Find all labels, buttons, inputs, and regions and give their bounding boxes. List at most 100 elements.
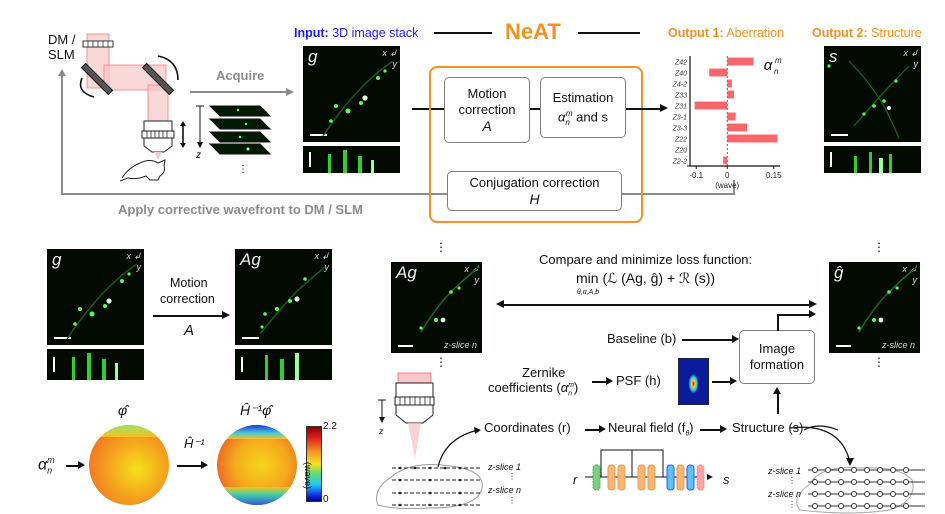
y-tick-label: Z42 [674, 60, 687, 67]
motion-line1: Motion [467, 86, 507, 101]
bar-Z2-2 [727, 134, 778, 143]
axis-xy-icon: x ↲ y [903, 48, 918, 69]
output2-title: Output 2: Structure [812, 26, 922, 40]
nf-layer-blue [666, 464, 675, 491]
arrowhead [809, 310, 816, 318]
input-title: Input: 3D image stack [294, 26, 418, 40]
arrowhead [599, 425, 606, 433]
structure-label: Structure (s) [732, 420, 804, 435]
arrowhead [773, 387, 781, 394]
g-image-label: g [52, 250, 62, 269]
wavefront-corrected-sphere [217, 425, 297, 505]
g-hat-label: ĝ [834, 263, 844, 282]
scale-bar [398, 345, 413, 347]
input-image-xz [303, 146, 400, 173]
input-image-label: g [308, 47, 318, 66]
psf-arrow [712, 381, 732, 383]
colorbar-min: 0 [323, 494, 329, 505]
axis-xy-icon: x ↲ y [902, 264, 917, 285]
optical-setup-diagram: z ⋮ [58, 33, 300, 195]
rotate-arrow-left [79, 77, 95, 98]
ag-image-xy: Ag x ↲ y [235, 249, 332, 345]
arrowhead [730, 377, 737, 385]
estimation-box: Estimation αnm and s [540, 77, 626, 138]
wavefront-phi-sphere [89, 425, 169, 505]
rotate-arrow-right [157, 55, 179, 81]
ellipsis-top-left: ⋮ [435, 240, 447, 254]
x-tick-label: 0.15 [766, 171, 782, 180]
zslice-ellipsis-left-2: ⋮ [508, 496, 516, 505]
zslice-n-right: z-slice n [768, 489, 802, 499]
scale-bar-vertical [309, 152, 311, 167]
output1-text: Aberration [726, 26, 785, 40]
bar-Z4-2 [727, 57, 754, 66]
nf-layer-orange [676, 464, 685, 491]
y-tick-label: Z2-2 [672, 159, 688, 166]
axis-xy-icon: x ↲ y [382, 48, 397, 69]
ellipsis-bottom-right: ⋮ [873, 355, 885, 369]
ellipsis-bottom-left: ⋮ [435, 355, 447, 369]
arrowhead [78, 461, 85, 469]
motion-label-line1: Motion [170, 276, 208, 290]
mouse-icon [119, 159, 166, 182]
x-tick-label: -0.1 [689, 171, 703, 180]
loss-formula: min (ℒ (Ag, ĝ) + ℛ (s)) [576, 270, 716, 286]
ellipsis-top-right: ⋮ [873, 240, 885, 254]
h-inv-phi-label: Ĥ⁻¹φ̂ [240, 402, 272, 418]
alpha-input-label: αnm [38, 455, 55, 476]
scale-bar [831, 134, 848, 136]
neural-field-arrow [700, 429, 722, 431]
network-input-r: r [573, 472, 578, 487]
zernike-line2: coefficients (αnm) [488, 380, 579, 398]
zslice-ellipsis-left: ⋮ [508, 472, 516, 481]
acquire-label: Acquire [216, 68, 265, 83]
h-inv-arrow [177, 465, 203, 467]
estimation-line2: and s [576, 109, 608, 125]
colorbar [306, 426, 322, 502]
image-formation-box: Image formation [739, 330, 815, 384]
mirror-left [80, 62, 114, 96]
neat-title: NeAT [505, 19, 561, 44]
h-inv-label: Ĥ⁻¹ [184, 436, 205, 451]
colorbar-unit: (wave) [303, 462, 313, 490]
network-output-s: s [723, 472, 730, 487]
zslice-ellipsis-right-2: ⋮ [788, 500, 796, 509]
motion-correction-box: Motion correction A [444, 77, 530, 143]
objective-lens-icon [141, 120, 175, 160]
axis-xy-icon: x ↲ y [314, 251, 329, 272]
scale-bar-vertical [53, 357, 55, 372]
loss-subscript: θ,α,A,b [577, 289, 600, 296]
zernike-line1: Zernike [522, 365, 566, 380]
scale-bar-vertical [830, 152, 832, 167]
y-tick-label: Z3-3 [672, 126, 688, 133]
compare-label: Compare and minimize loss function: [539, 252, 753, 267]
y-tick-label: Z40 [674, 71, 687, 78]
motion-label-line2: correction [160, 292, 215, 306]
y-tick-label: Z22 [674, 137, 687, 144]
input-title-prefix: Input: [294, 26, 329, 40]
input-title-text: 3D image stack [332, 26, 419, 40]
arrowhead [720, 425, 727, 433]
scale-bar [242, 337, 259, 339]
arrowhead [732, 335, 739, 343]
psf-label: PSF (h) [616, 373, 661, 388]
coordinates-arrow [585, 429, 601, 431]
zslice-1-right: z-slice 1 [768, 466, 802, 476]
image-stack [208, 105, 272, 155]
chart-title-alpha: α [764, 57, 773, 74]
bar-Z4--2 [727, 79, 732, 88]
y-tick-label: Z4-2 [672, 82, 688, 89]
bar-Z2--2 [723, 156, 728, 165]
nf-layer-orange [637, 464, 646, 491]
zslice-label: z-slice n [881, 340, 915, 350]
compare-double-arrow [500, 304, 812, 306]
bar-Z3-3 [727, 90, 735, 99]
image-formation-line1: Image [758, 341, 796, 356]
y-tick-label: Z20 [674, 148, 687, 155]
nf-layer-orange [617, 464, 626, 491]
input-to-motion-line [412, 108, 454, 110]
ag-slice-image: Ag x ↲ y z-slice n [391, 262, 482, 353]
neat-to-output-arrow [578, 32, 640, 34]
bar-Z3--3 [727, 123, 748, 132]
nf-layer-orange [647, 464, 656, 491]
